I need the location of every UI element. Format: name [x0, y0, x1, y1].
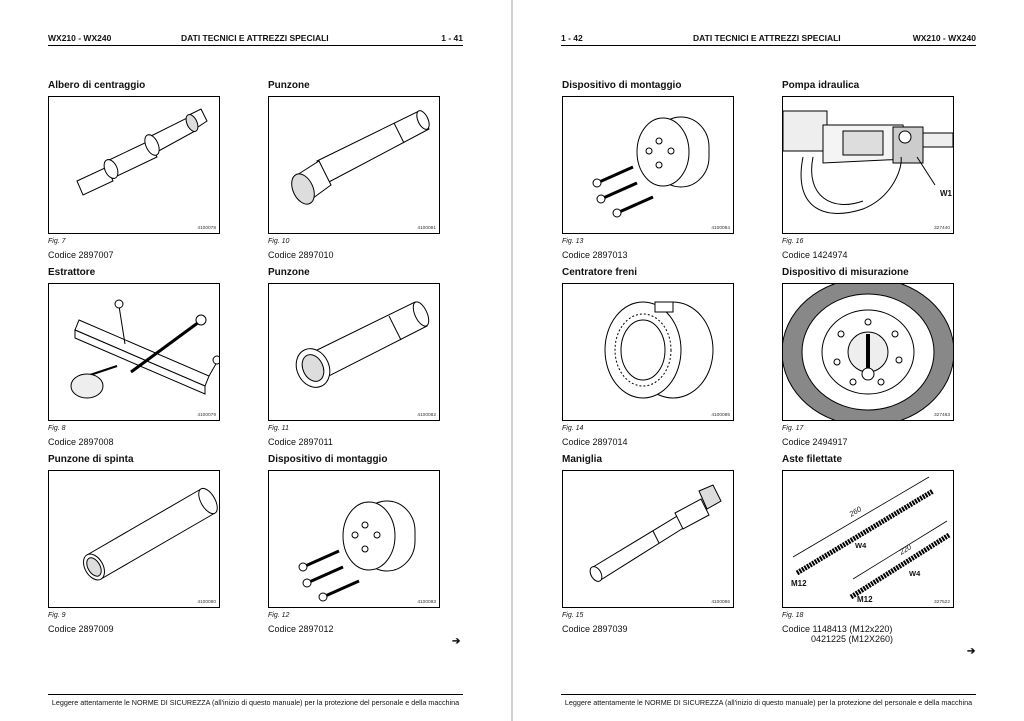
- image-code: 327440: [933, 226, 950, 231]
- part-code: Codice 2897014: [562, 437, 628, 447]
- tool-image-frame: 4100078: [48, 96, 220, 234]
- figure-number: Fig. 17: [782, 425, 804, 432]
- tool-title: Estrattore: [48, 267, 96, 278]
- punch-drawing-icon: [291, 110, 430, 205]
- callout-label: M12: [791, 579, 807, 588]
- figure-number: Fig. 9: [48, 612, 66, 619]
- part-code: Codice 2897009: [48, 624, 114, 634]
- image-code: 4100080: [197, 600, 216, 605]
- figure-number: Fig. 18: [782, 612, 804, 619]
- image-code: 4100083: [417, 600, 436, 605]
- part-code: Codice 2897013: [562, 250, 628, 260]
- mounting-device-drawing-icon: [592, 116, 710, 218]
- section-title: DATI TECNICI E ATTREZZI SPECIALI: [181, 33, 329, 43]
- tool-image-frame: 4100083: [268, 470, 440, 608]
- threaded-rods-drawing-icon: [792, 476, 951, 600]
- continue-arrow-icon: ➔: [452, 636, 461, 647]
- tool-title: Dispositivo di misurazione: [782, 267, 909, 278]
- tool-image-frame: 4100081: [268, 96, 440, 234]
- right-page: 1 - 42 DATI TECNICI E ATTREZZI SPECIALI …: [513, 0, 1024, 721]
- callout-label: W1: [940, 189, 952, 198]
- figure-number: Fig. 14: [562, 425, 584, 432]
- image-code: 4100086: [711, 600, 730, 605]
- tool-title: Centratore freni: [562, 267, 638, 278]
- left-page: WX210 - WX240 DATI TECNICI E ATTREZZI SP…: [0, 0, 511, 721]
- page-number: 1 - 42: [561, 33, 583, 43]
- push-punch-drawing-icon: [83, 487, 218, 581]
- part-code: Codice 2494917: [782, 437, 848, 447]
- part-code: Codice 2897008: [48, 437, 114, 447]
- image-code: 4100084: [711, 226, 730, 231]
- figure-number: Fig. 7: [48, 238, 66, 245]
- brake-centering-drawing-icon: [604, 301, 714, 399]
- tool-image-frame: 4100084: [562, 96, 734, 234]
- hydraulic-pump-drawing-icon: [783, 110, 953, 214]
- mounting-device-drawing-icon: [298, 500, 416, 602]
- page-footer: Leggere attentamente le NORME DI SICUREZ…: [561, 694, 976, 707]
- figure-number: Fig. 13: [562, 238, 584, 245]
- tool-image-frame: 4100079: [48, 283, 220, 421]
- part-code: Codice 1424974: [782, 250, 848, 260]
- figure-number: Fig. 8: [48, 425, 66, 432]
- tool-image-frame: 327463: [782, 283, 954, 421]
- image-code: 327463: [933, 413, 950, 418]
- figure-number: Fig. 10: [268, 238, 290, 245]
- tool-title: Dispositivo di montaggio: [562, 80, 682, 91]
- tool-image-frame: W1 327440: [782, 96, 954, 234]
- image-code: 327522: [933, 600, 950, 605]
- tool-image-frame: 4100082: [268, 283, 440, 421]
- tool-image-frame: 260 220 W4 W4 M12 M12 327522: [782, 470, 954, 608]
- measuring-device-drawing-icon: [783, 284, 953, 420]
- punch-drawing-icon: [295, 301, 430, 388]
- handle-drawing-icon: [589, 484, 722, 582]
- tool-title: Aste filettate: [782, 454, 843, 465]
- tool-image-frame: 4100085: [562, 283, 734, 421]
- tool-title: Pompa idraulica: [782, 80, 860, 91]
- figure-number: Fig. 12: [268, 612, 290, 619]
- part-code: Codice 1148413 (M12x220): [782, 624, 893, 634]
- image-code: 4100081: [417, 226, 436, 231]
- tool-title: Maniglia: [562, 454, 603, 465]
- tool-title: Albero di centraggio: [48, 80, 146, 91]
- image-code: 4100078: [197, 226, 216, 231]
- part-code: Codice 2897011: [268, 437, 333, 447]
- image-code: 4100085: [711, 413, 730, 418]
- centering-shaft-drawing-icon: [76, 108, 208, 196]
- continue-arrow-icon: ➔: [967, 646, 976, 657]
- part-code: Codice 2897012: [268, 624, 334, 634]
- tool-title: Punzone: [268, 80, 310, 91]
- part-code: Codice 2897039: [562, 624, 628, 634]
- tool-image-frame: 4100086: [562, 470, 734, 608]
- callout-label: W4: [909, 569, 921, 578]
- tool-image-frame: 4100080: [48, 470, 220, 608]
- image-code: 4100082: [417, 413, 436, 418]
- callout-label: M12: [857, 595, 873, 604]
- part-code: Codice 2897007: [48, 250, 114, 260]
- figure-number: Fig. 15: [562, 612, 584, 619]
- image-code: 4100079: [197, 413, 216, 418]
- figure-number: Fig. 16: [782, 238, 804, 245]
- callout-label: W4: [855, 541, 867, 550]
- page-footer: Leggere attentamente le NORME DI SICUREZ…: [48, 694, 463, 707]
- part-code-secondary: 0421225 (M12X260): [811, 634, 894, 644]
- tool-title: Punzone: [268, 267, 310, 278]
- figure-number: Fig. 11: [268, 425, 289, 432]
- model-label: WX210 - WX240: [912, 33, 976, 43]
- part-code: Codice 2897010: [268, 250, 334, 260]
- page-header: 1 - 42 DATI TECNICI E ATTREZZI SPECIALI …: [561, 33, 976, 46]
- model-label: WX210 - WX240: [48, 33, 112, 43]
- extractor-drawing-icon: [70, 299, 219, 399]
- page-number: 1 - 41: [441, 33, 463, 43]
- tool-title: Dispositivo di montaggio: [268, 454, 388, 465]
- page-header: WX210 - WX240 DATI TECNICI E ATTREZZI SP…: [48, 33, 463, 46]
- page-gutter: [511, 0, 513, 721]
- section-title: DATI TECNICI E ATTREZZI SPECIALI: [693, 33, 841, 43]
- tool-title: Punzone di spinta: [48, 454, 134, 465]
